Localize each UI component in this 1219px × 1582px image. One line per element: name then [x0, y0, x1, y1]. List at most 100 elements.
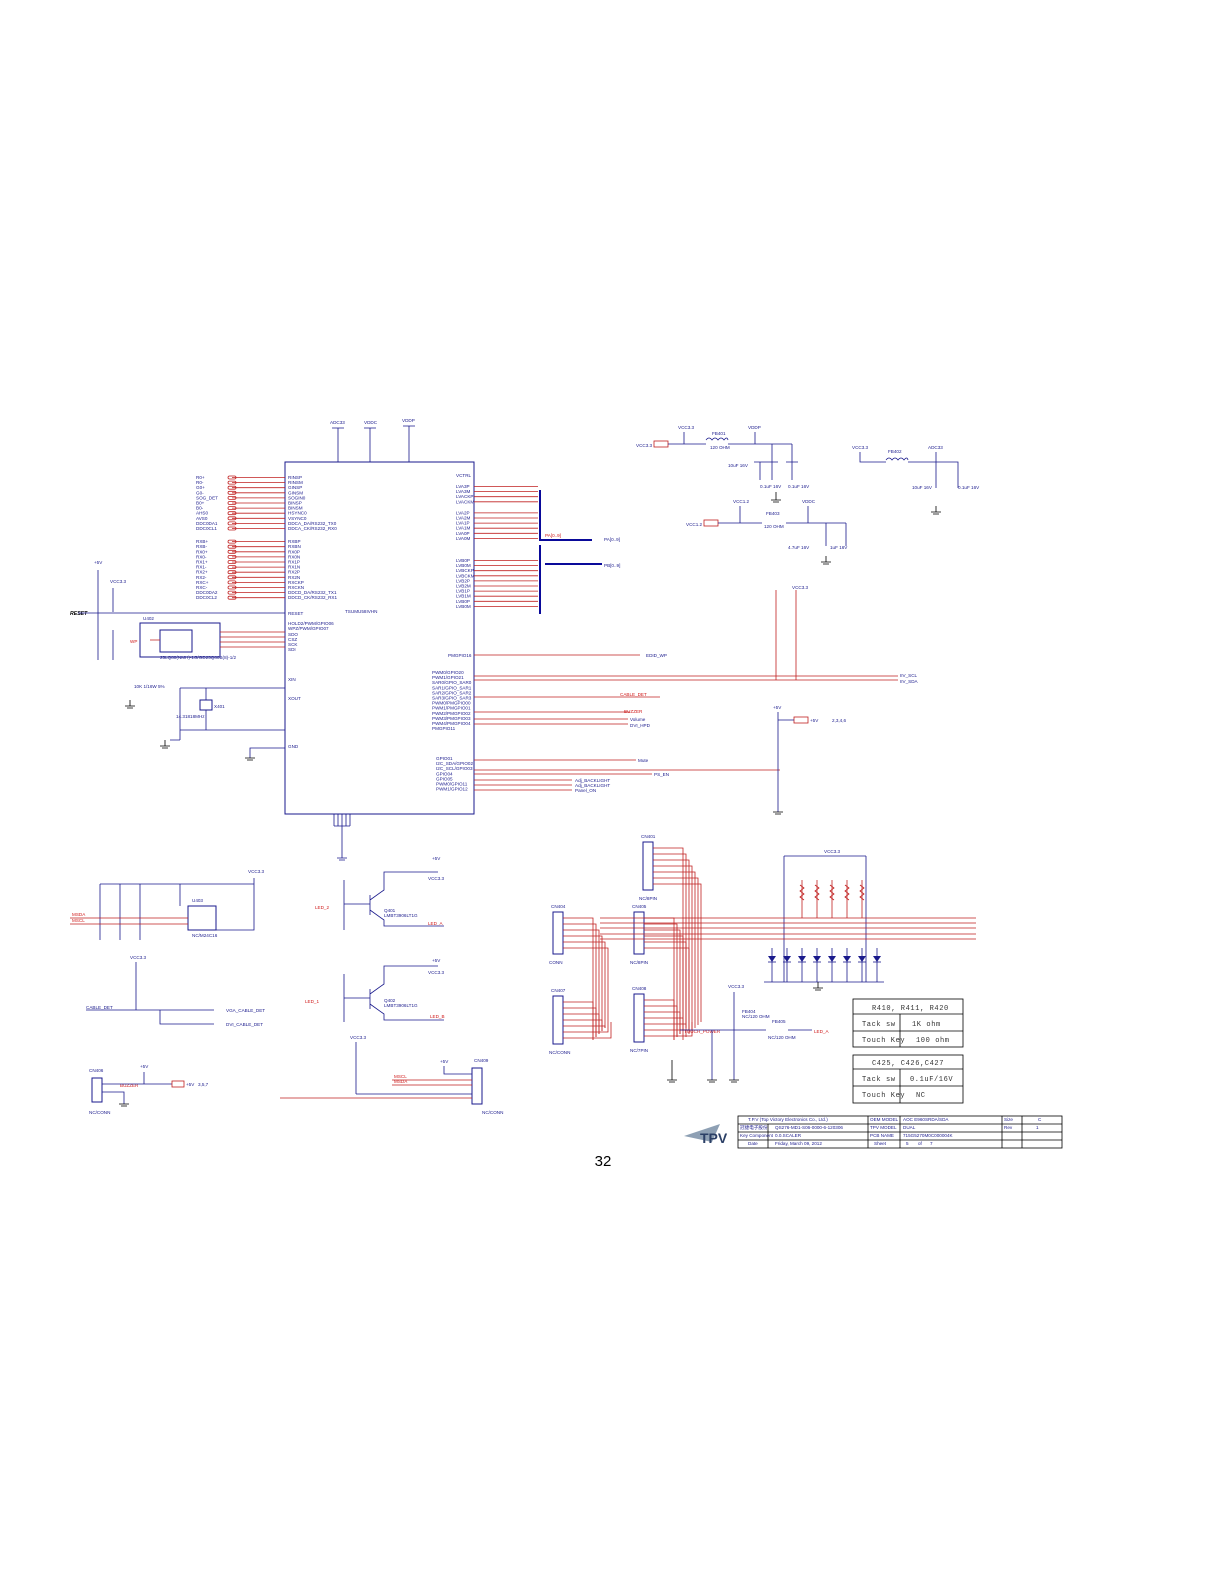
fb404-label: FB404 — [742, 1009, 756, 1014]
ic-pin-label: BINSP — [288, 501, 302, 506]
ic-right-pin: LVA0M — [456, 536, 471, 541]
table2-r0c0: Tack sw — [862, 1076, 896, 1084]
eeprom-section: VCC3.3 U403 NC/M24C16 MSDA MSCL — [70, 869, 265, 940]
plus5v-out: +5V — [810, 718, 819, 723]
adc33-label-b: ADC33 — [928, 445, 943, 450]
tb-sheet: 5 — [906, 1141, 909, 1146]
led-a-net-b: LED_A — [814, 1029, 829, 1034]
ic-pin-label: HSYNC0 — [288, 511, 307, 516]
ic-right-pin: LVB0M — [456, 563, 471, 568]
power-vddc: VDDC — [364, 420, 378, 425]
resistor-note-table: R410, R411, R420 Tack sw 1K ohm Touch Ke… — [852, 998, 964, 1048]
tb-date-label: Date — [748, 1141, 758, 1146]
ic-gpio-pin: GPIO04 — [436, 771, 453, 776]
tb-rev-label: Rev — [1004, 1125, 1013, 1130]
buzzer-net-b: BUZZER — [120, 1083, 139, 1088]
wp-net: WP — [130, 639, 137, 644]
ic-right-pins: VCTRLLVA3PLVA3MLVACKPLVACKMLVA2PLVA2MLVA… — [432, 473, 475, 792]
ic-pin-label: DDCD_CK/RS232_RX1 — [288, 595, 337, 600]
vga-det-net: VGA_CABLE_DET — [226, 1008, 265, 1013]
ic-right-pin: LVA2P — [456, 510, 470, 515]
video-input-net: DDC0DA1 — [196, 521, 218, 526]
ic-ctrl-pin: XIN — [288, 677, 296, 682]
ic-pwm-pin: SAR0/GPIO_SAR0 — [432, 680, 472, 685]
vcc33-label-b: VCC3.3 — [636, 443, 653, 448]
top-power-rails: ADC33 VDDC VDDP — [330, 418, 415, 462]
ic-right-pin: LVB0M — [456, 604, 471, 609]
ic-pwm-pin: PWM1/GPIO21 — [432, 675, 464, 680]
ic-pin-label: SOGIN0 — [288, 495, 306, 500]
tb-key-label: Key Component — [740, 1133, 774, 1138]
ic-ctrl-pin: RESET — [288, 611, 304, 616]
ic-pin-label: RINSM — [288, 480, 303, 485]
mute-net: Mute — [638, 758, 649, 763]
plus5v-mid: +5V — [773, 705, 782, 710]
video-input-net: RX2+ — [196, 570, 208, 575]
tb-tpv-label: TPV MODEL — [870, 1125, 897, 1130]
video-input-net: RX1+ — [196, 560, 208, 565]
video-input-net: R0- — [196, 480, 204, 485]
plus5v-q2: +5V — [432, 958, 441, 963]
tb-pcb: 715G5270M0C000004K — [903, 1133, 953, 1138]
crystal-ref: X401 — [214, 704, 225, 709]
reset-label: RESET — [70, 611, 88, 617]
ic-right-pin: LVB1P — [456, 589, 470, 594]
ic-ctrl-pin: GND — [288, 744, 299, 749]
connector-type: CONN — [549, 960, 563, 965]
video-input-net: AVS0 — [196, 516, 208, 521]
table2-r0c1: 0.1uF/16V — [910, 1076, 953, 1084]
msda-net-a: MSDA — [72, 912, 86, 917]
fb403-value: 120 OHM — [764, 524, 784, 529]
debug-connector: VCC3.3 CN409 NC/CONN MSCL MSDA +5V — [280, 1035, 503, 1115]
ic-right-pin: LVB1M — [456, 594, 471, 599]
ic-right-pin: LVA3M — [456, 489, 471, 494]
volume-net: Volume — [630, 717, 646, 722]
tb-size-label: Size — [1004, 1117, 1013, 1122]
ic-pin-label: VSYNC0 — [288, 516, 307, 521]
iv-scl-net: IIV_SCL — [900, 673, 918, 678]
connector-ref: CN401 — [641, 834, 656, 839]
video-input-net: SOG_DET — [196, 495, 218, 500]
ic-right-pin: LVACKM — [456, 499, 474, 504]
ic-bottom-pins — [333, 814, 351, 861]
cn409-label: CN409 — [474, 1058, 489, 1063]
dvi-hpd-net: DVI_HPD — [630, 723, 651, 728]
capacitor-note-table: C425, C426,C427 Tack sw 0.1uF/16V Touch … — [852, 1054, 964, 1104]
table1-title: R410, R411, R420 — [872, 1005, 949, 1013]
ic-pwm-pin: SAR2/GPIO_SAR2 — [432, 690, 472, 695]
u403-label: U403 — [192, 898, 203, 903]
ic-pwm-pin: PWM1/PMGPIO01 — [432, 706, 471, 711]
crystal-section: X401 14.31818MHz — [160, 687, 285, 761]
connector-ref: CN405 — [632, 904, 647, 909]
ic-pin-label: GINSP — [288, 485, 302, 490]
video-input-net: G0- — [196, 490, 204, 495]
ic-pin-label: GINSM — [288, 490, 303, 495]
led1-net: LED_1 — [305, 999, 319, 1004]
vcc33-dbg: VCC3.3 — [350, 1035, 367, 1040]
ic-right-pin: LVA3P — [456, 484, 470, 489]
tb-rev: 1 — [1036, 1125, 1039, 1130]
ic-right-pin: LVA1P — [456, 521, 470, 526]
ic-pin-label: RX2N — [288, 575, 300, 580]
table2-r1c0: Touch Key — [862, 1092, 905, 1100]
video-input-net: B0+ — [196, 501, 205, 506]
bus-pb-port: PB[0..9] — [604, 563, 620, 568]
ic-ctrl-pin: SDO — [288, 632, 298, 637]
fb405-value: NC/120 OHM — [768, 1035, 796, 1040]
cap-c-value: 0.1uF 16V — [788, 484, 810, 489]
ic-right-pin: LVACKP — [456, 494, 473, 499]
ic-ctrl-pin: XOUT — [288, 696, 301, 701]
vcc33-touch: VCC3.3 — [728, 984, 745, 989]
video-input-net: DDC0CL2 — [196, 595, 217, 600]
cap-d-value: 10uF 16V — [912, 485, 933, 490]
video-input-net: DDC0CL1 — [196, 526, 217, 531]
panel-on-net: Panel_ON — [575, 788, 596, 793]
ic-pin-label: DDCA_DA/RS232_TX0 — [288, 521, 337, 526]
tb-chinese: 冠捷电子股份 — [740, 1124, 768, 1131]
ic-pwm-pin: PMGPIO11 — [432, 726, 456, 731]
video-input-net: RXB+ — [196, 539, 208, 544]
ps-en-net: PS_EN — [654, 772, 669, 777]
led-a-net: LED_A — [428, 921, 443, 926]
table1-r1c0: Touch Key — [862, 1037, 905, 1045]
tb-of: of — [918, 1141, 923, 1146]
